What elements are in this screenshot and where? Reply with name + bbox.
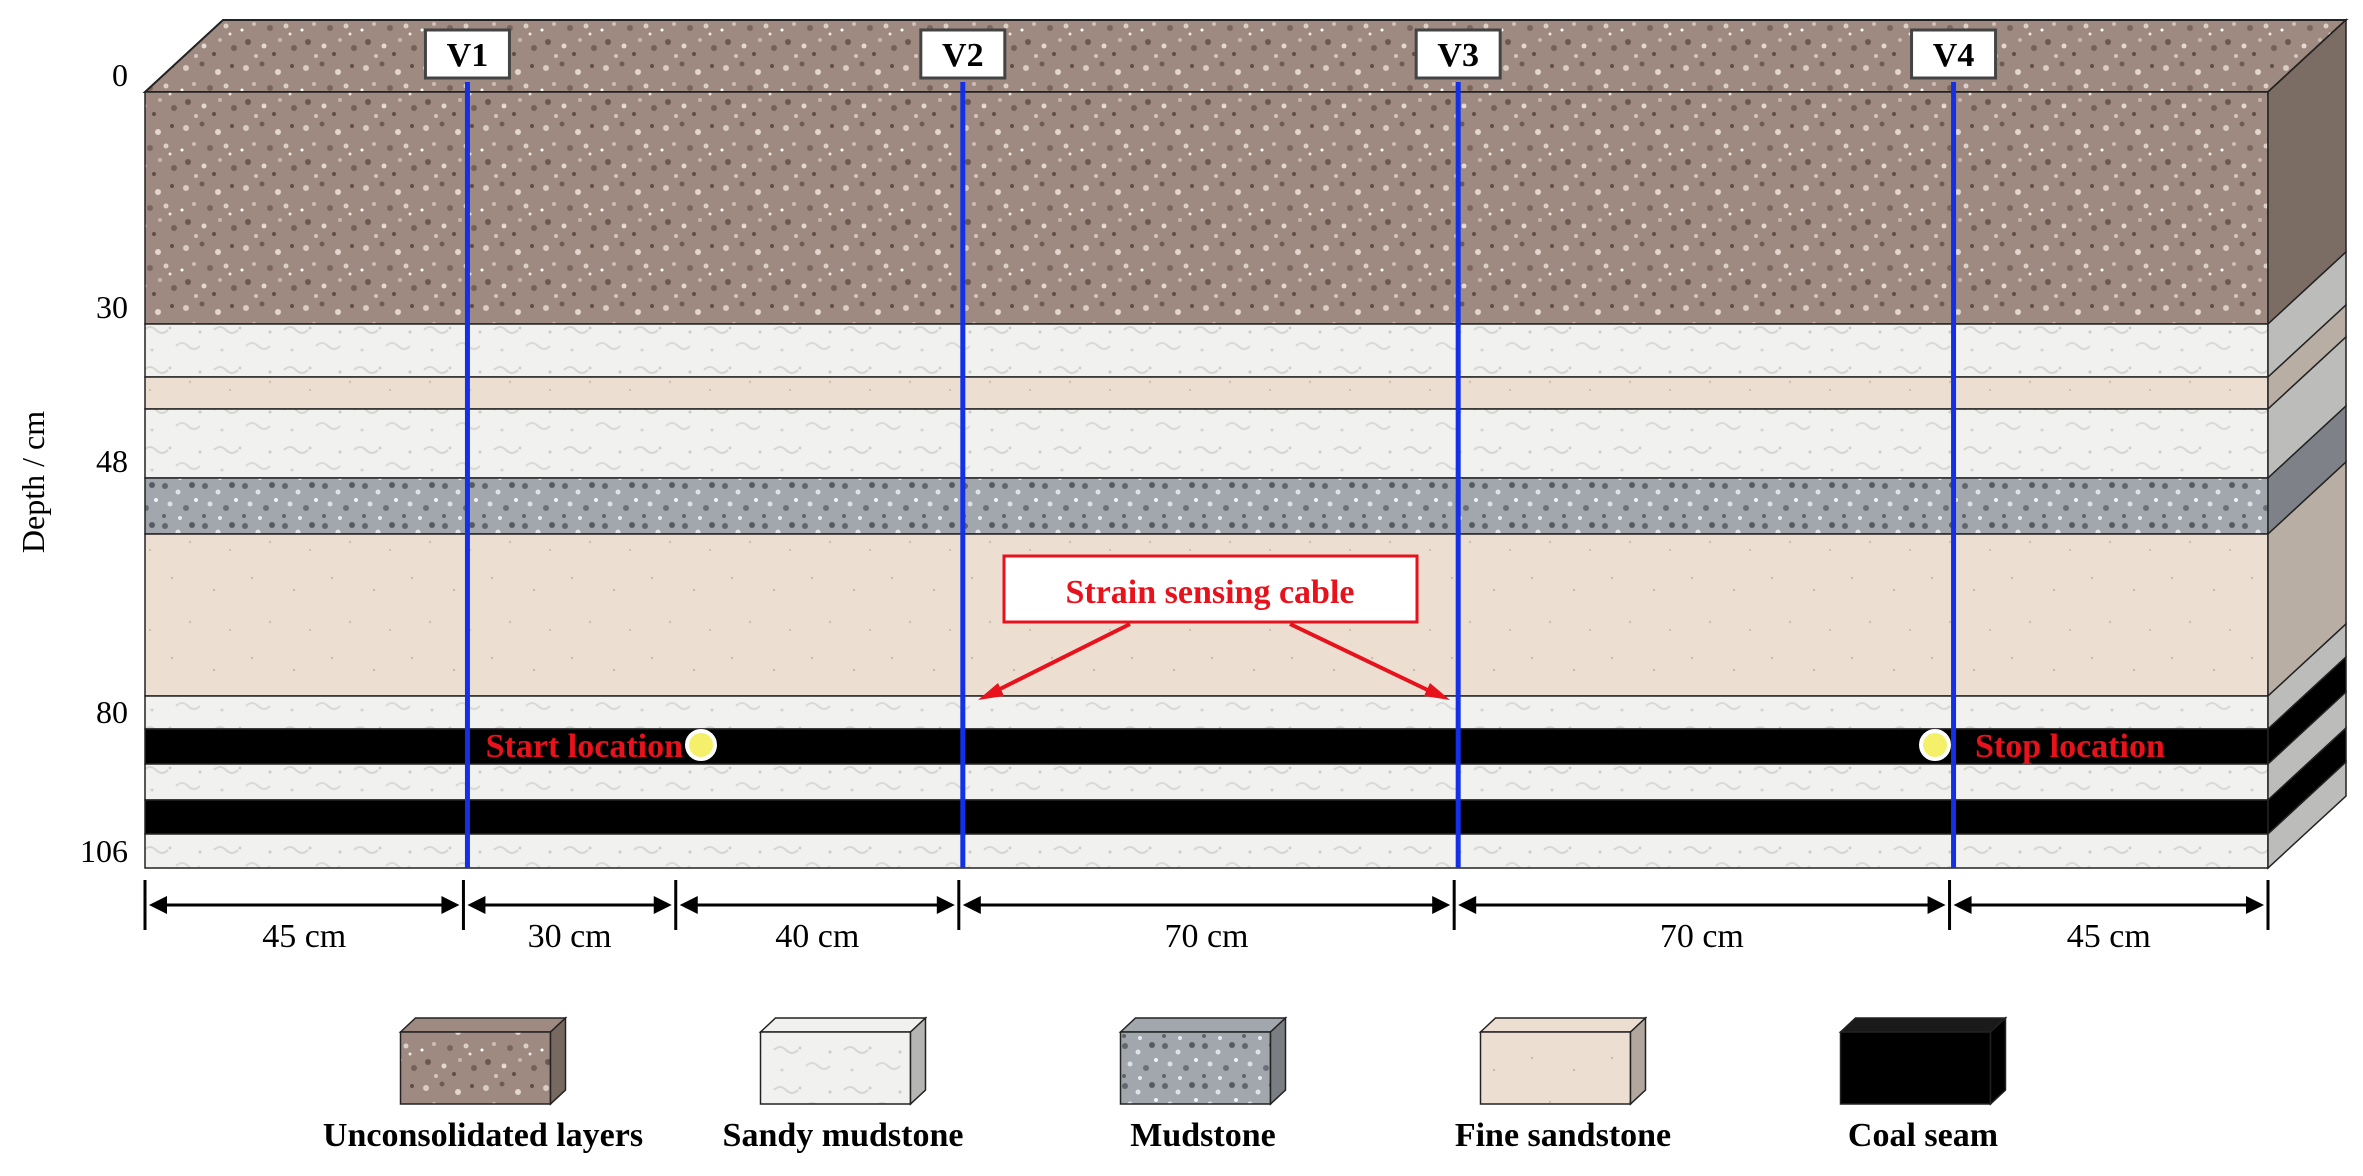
layer-side-sandy-mudstone [2267,760,2347,870]
layer-coal [144,728,2269,765]
stop-location-label: Stop location [1975,728,2165,765]
dimension-arrowhead [2246,896,2264,914]
start-location-label: Start location [486,728,683,765]
layer-sandy-mudstone [144,323,2269,378]
dimension-label: 45 cm [262,918,346,955]
strata-model [142,18,2349,870]
dimension-arrowhead [962,896,981,914]
legend-label: Coal seam [1848,1117,1998,1154]
strain-cable-label-box [1002,554,1419,624]
well-label-box [1414,28,1502,80]
legend-swatch-side [1629,1016,1647,1106]
depth-axis-label: Depth / cm [15,411,51,553]
dimension-label: 45 cm [2067,918,2151,955]
legend-swatch-side [1989,1016,2007,1106]
legend-label: Mudstone [1130,1117,1275,1154]
legend-swatch [1839,1031,1992,1105]
well-label-box [1910,28,1998,80]
strain-cable-label: Strain sensing cable [1065,574,1354,611]
legend: Unconsolidated layers Sandy mudstone Mudst… [323,1016,2008,1154]
depth-tick-label: 30 [96,289,128,325]
dimension-arrowhead [653,896,672,914]
well-label-v2: V2 [942,37,984,74]
dimension-label: 70 cm [1164,918,1248,955]
legend-item-mudstone: Mudstone [1118,1016,1288,1154]
layer-coal [144,799,2269,835]
layer-mudstone [144,477,2269,535]
legend-swatch-top [1118,1017,1288,1033]
legend-item-fine-sandstone: Fine sandstone [1455,1016,1671,1154]
well-label-v4: V4 [1933,37,1975,74]
depth-axis: Depth / cm 0 30 48 80 106 [15,57,128,869]
depth-tick-label: 48 [96,443,128,479]
legend-swatch-top [1838,1017,2008,1033]
legend-label: Fine sandstone [1455,1117,1671,1154]
well-label-v3: V3 [1437,37,1479,74]
dimension-arrowhead [1458,896,1477,914]
dimension-arrowhead [1953,896,1972,914]
stop-location-marker [1919,729,1951,761]
well-label-box [919,28,1007,80]
layer-sandy-mudstone [144,833,2269,869]
layer-fine-sandstone [144,376,2269,410]
legend-swatch-top [1478,1017,1648,1033]
dimension-lines: 45 cm 30 cm 40 cm 70 cm 70 cm 45 cm [143,880,2270,955]
layer-unconsolidated [144,91,2269,325]
strain-cable-arrowhead-left [978,683,1004,700]
legend-swatch-side [549,1016,567,1106]
layer-sandy-mudstone [144,763,2269,801]
legend-item-unconsolidated: Unconsolidated layers [323,1016,643,1154]
dimension-arrowhead [441,896,460,914]
layer-sandy-mudstone [144,695,2269,730]
legend-item-sandy-mudstone: Sandy mudstone [723,1016,964,1154]
dimension-arrowhead [1432,896,1451,914]
dimension-arrowhead [149,896,167,914]
legend-swatch-side [909,1016,927,1106]
annotations: Strain sensing cable Start location Stop… [486,554,2165,765]
depth-tick-label: 106 [80,833,128,869]
legend-swatch [1479,1031,1632,1105]
legend-label: Sandy mudstone [723,1117,964,1154]
well-label-box [423,28,511,80]
dimension-label: 70 cm [1660,918,1744,955]
dimension-arrowhead [467,896,486,914]
layer-sandy-mudstone [144,408,2269,479]
depth-tick-label: 0 [112,57,128,93]
cable-wells: V1 V2 V3 V4 [423,28,1998,868]
dimension-arrowhead [936,896,955,914]
legend-label: Unconsolidated layers [323,1117,643,1154]
strain-cable-arrowhead-right [1424,683,1450,700]
strain-cable-arrow-left [989,622,1131,696]
strain-cable-arrow-right [1289,622,1437,696]
legend-swatch [759,1031,912,1105]
well-label-v1: V1 [447,37,489,74]
dimension-arrowhead [679,896,698,914]
legend-swatch [1119,1031,1272,1105]
legend-swatch [399,1031,552,1105]
dimension-arrowhead [1927,896,1946,914]
dimension-label: 40 cm [775,918,859,955]
legend-swatch-top [398,1017,568,1033]
depth-tick-label: 80 [96,694,128,730]
dimension-label: 30 cm [528,918,612,955]
start-location-marker [685,729,717,761]
legend-swatch-top [758,1017,928,1033]
legend-swatch-side [1269,1016,1287,1106]
legend-item-coal: Coal seam [1838,1016,2008,1154]
